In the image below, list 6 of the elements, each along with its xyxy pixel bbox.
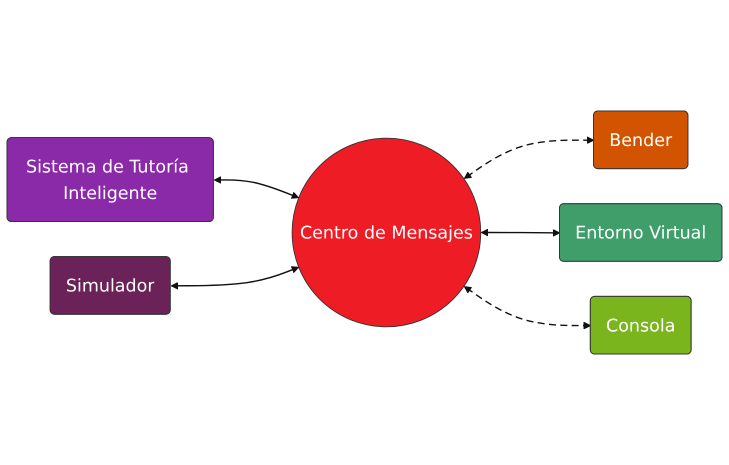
arrow bbox=[214, 176, 300, 199]
arrow bbox=[170, 266, 300, 290]
arrow bbox=[480, 228, 560, 237]
node-circle: Centro de Mensajes bbox=[292, 138, 482, 328]
arrow bbox=[464, 286, 592, 330]
arrow bbox=[464, 136, 594, 179]
